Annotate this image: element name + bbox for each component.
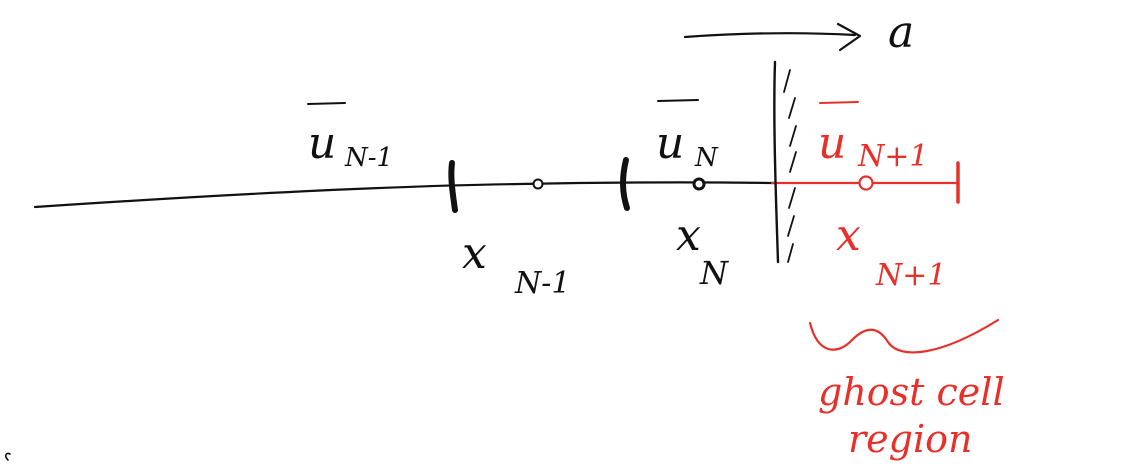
cell-n-minus-1: u N-1 x N-1 (307, 102, 570, 301)
ghost-region-label-line2: region (848, 417, 972, 461)
cell-average-index: N+1 (857, 139, 928, 174)
stray-pen-mark (5, 452, 11, 461)
cell-average-symbol: u (818, 118, 846, 169)
cell-center-index: N-1 (514, 266, 570, 301)
domain-axis-line (33, 181, 777, 209)
cell-interface-middle (620, 157, 630, 211)
average-overbar (657, 99, 699, 102)
boundary-hatch (783, 69, 797, 263)
cell-center-index: N (699, 254, 729, 292)
cell-center-symbol: x (676, 210, 701, 261)
boundary-wall (773, 60, 780, 264)
cell-center-point (858, 175, 874, 191)
cell-center-point (692, 177, 706, 191)
cell-center-index: N+1 (875, 258, 946, 293)
ghost-cell-n-plus-1: u N+1 x N+1 (818, 101, 946, 293)
cell-center-symbol: x (462, 228, 487, 279)
cell-average-index: N (694, 143, 719, 173)
ghost-region-brace (808, 318, 1000, 354)
cell-average-index: N-1 (344, 143, 393, 173)
advection-speed-label: a (888, 7, 914, 58)
flow-arrow-head (836, 22, 862, 52)
cell-average-symbol: u (656, 118, 684, 169)
ghost-region-label-line1: ghost cell (818, 370, 1005, 414)
average-overbar (819, 101, 859, 104)
cell-interface-left (448, 160, 458, 213)
average-overbar (307, 102, 346, 105)
cell-center-symbol: x (836, 210, 861, 261)
cell-average-symbol: u (308, 118, 336, 169)
cell-center-point (532, 178, 544, 190)
flow-arrow (683, 32, 857, 39)
cell-n: u N x N (656, 99, 729, 292)
